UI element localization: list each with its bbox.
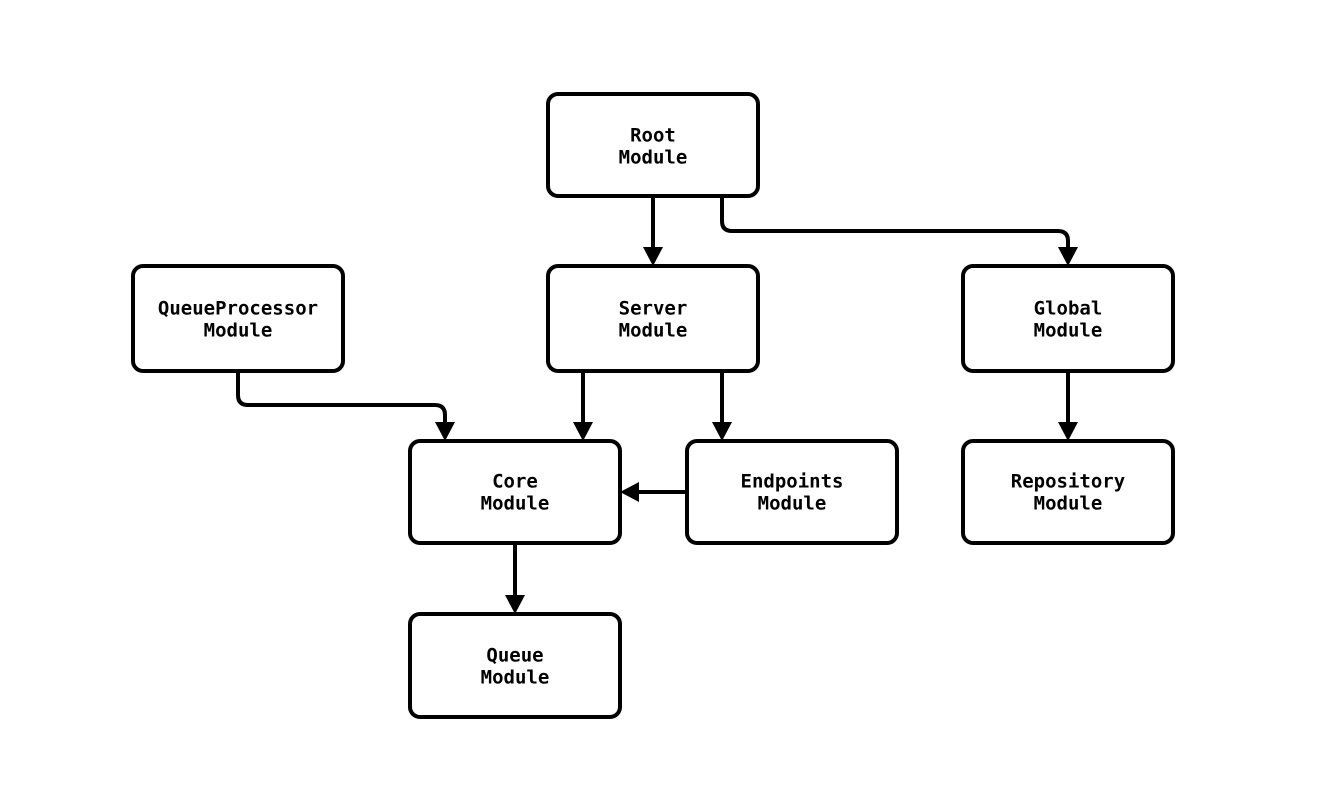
node-queueprocessor-module[interactable]: QueueProcessor Module — [131, 264, 345, 373]
arrow-head-icon — [643, 247, 663, 266]
edge-root-to-global — [720, 196, 1078, 266]
edge-line — [720, 196, 1070, 250]
edge-root-to-server — [643, 196, 663, 266]
node-label-line1: Queue — [486, 645, 543, 667]
node-label-line1: Endpoints — [741, 471, 844, 493]
node-core-module[interactable]: Core Module — [408, 439, 622, 545]
node-box[interactable] — [961, 264, 1175, 373]
node-label-line2: Module — [758, 493, 827, 515]
edge-layer — [236, 196, 1078, 614]
node-box[interactable] — [685, 439, 899, 545]
edge-core-to-queue — [505, 543, 525, 614]
arrow-head-icon — [620, 482, 639, 502]
arrow-head-icon — [435, 422, 455, 441]
node-label-line1: Root — [630, 125, 676, 147]
edge-line — [236, 371, 447, 425]
edge-endpoints-to-core — [620, 482, 687, 502]
edge-server-to-endpoints — [712, 371, 732, 441]
node-queue-module[interactable]: Queue Module — [408, 612, 622, 719]
arrow-head-icon — [573, 422, 593, 441]
node-box[interactable] — [131, 264, 345, 373]
edge-global-to-repository — [1058, 371, 1078, 441]
node-label-line1: QueueProcessor — [158, 298, 318, 320]
node-layer: Root Module QueueProcessor Module Server… — [131, 92, 1175, 719]
arrow-head-icon — [1058, 422, 1078, 441]
node-label-line1: Server — [619, 298, 688, 320]
node-label-line1: Repository — [1011, 471, 1125, 493]
arrow-head-icon — [505, 595, 525, 614]
node-label-line1: Core — [492, 471, 538, 493]
node-server-module[interactable]: Server Module — [546, 264, 760, 373]
node-box[interactable] — [546, 264, 760, 373]
node-label-line1: Global — [1034, 298, 1103, 320]
arrow-head-icon — [712, 422, 732, 441]
node-label-line2: Module — [1034, 493, 1103, 515]
node-label-line2: Module — [204, 320, 273, 342]
edge-queueprocessor-to-core — [236, 371, 455, 441]
node-root-module[interactable]: Root Module — [546, 92, 760, 198]
node-label-line2: Module — [619, 147, 688, 169]
node-global-module[interactable]: Global Module — [961, 264, 1175, 373]
node-label-line2: Module — [481, 667, 550, 689]
node-endpoints-module[interactable]: Endpoints Module — [685, 439, 899, 545]
node-box[interactable] — [961, 439, 1175, 545]
node-label-line2: Module — [1034, 320, 1103, 342]
node-label-line2: Module — [619, 320, 688, 342]
node-box[interactable] — [546, 92, 760, 198]
edge-server-to-core — [573, 371, 593, 441]
node-label-line2: Module — [481, 493, 550, 515]
arrow-head-icon — [1058, 247, 1078, 266]
node-repository-module[interactable]: Repository Module — [961, 439, 1175, 545]
node-box[interactable] — [408, 612, 622, 719]
node-box[interactable] — [408, 439, 622, 545]
